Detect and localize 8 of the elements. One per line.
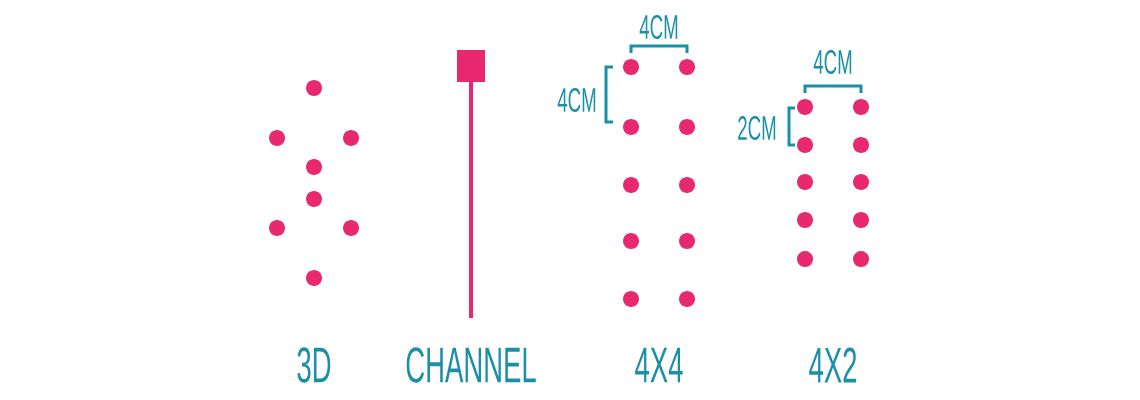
- dimension-label: 2CM: [738, 115, 776, 141]
- pattern-label: 3D: [297, 347, 331, 383]
- pattern-label: 4X2: [809, 347, 857, 383]
- pattern-label: 4X4: [635, 347, 683, 383]
- dimension-label: 4CM: [813, 49, 852, 75]
- pattern-label: CHANNEL: [406, 347, 536, 383]
- dimension-label: 4CM: [639, 14, 678, 40]
- dimension-label: 4CM: [557, 87, 596, 113]
